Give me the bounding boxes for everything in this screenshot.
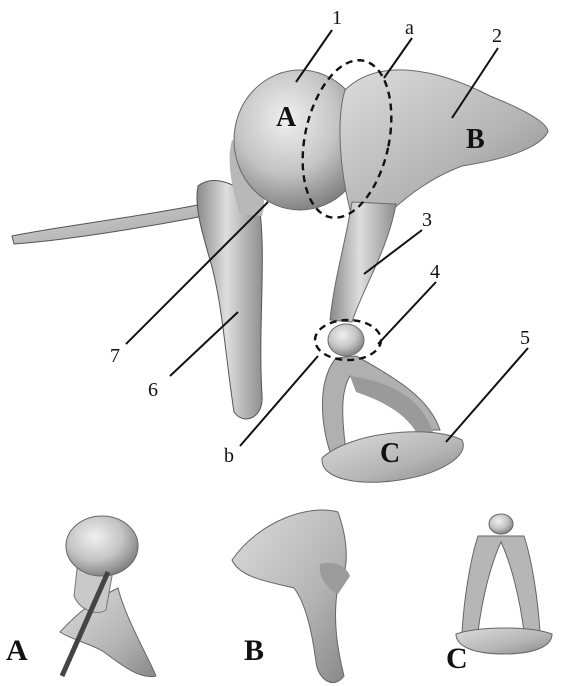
label-2: 2 xyxy=(492,25,502,47)
label-7: 7 xyxy=(110,345,120,367)
caption-incus: B xyxy=(244,634,264,667)
label-1: 1 xyxy=(332,7,342,29)
label-4: 4 xyxy=(430,261,440,283)
malleus-separate xyxy=(60,516,156,677)
caption-stapes: C xyxy=(446,642,468,675)
leader-4 xyxy=(378,282,436,344)
caption-malleus: A xyxy=(6,634,28,667)
stapes-label: C xyxy=(380,438,400,469)
incus-bone xyxy=(328,70,548,356)
stapes-separate xyxy=(456,514,552,654)
label-b: b xyxy=(224,445,234,467)
leader-5 xyxy=(446,348,528,442)
malleus-bone xyxy=(12,70,366,419)
label-3: 3 xyxy=(422,209,432,231)
incus-label: B xyxy=(466,124,485,155)
label-6: 6 xyxy=(148,379,158,401)
malleus-label: A xyxy=(276,102,297,133)
label-5: 5 xyxy=(520,327,530,349)
label-a: a xyxy=(405,17,414,39)
